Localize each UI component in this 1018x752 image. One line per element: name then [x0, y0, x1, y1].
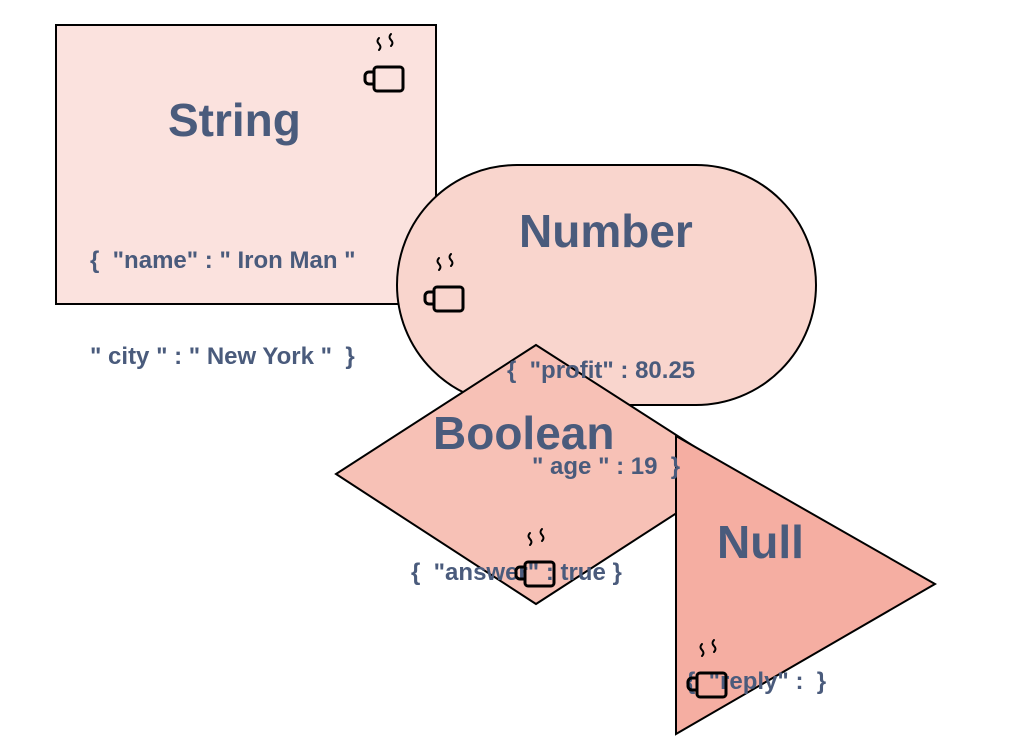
coffee-mug-icon	[514, 528, 556, 588]
null-title: Null	[717, 516, 804, 568]
boolean-json-text: { "answer" : true }	[411, 493, 622, 621]
coffee-mug-icon	[423, 253, 465, 313]
number-title: Number	[519, 205, 693, 257]
null-shape	[675, 434, 938, 736]
string-json-line-1: { "name" : " Iron Man "	[90, 247, 356, 274]
coffee-mug-icon	[363, 33, 405, 93]
number-json-line-2: " age " : 19 }	[532, 453, 681, 480]
coffee-mug-icon	[686, 639, 728, 699]
boolean-json-line-1: { "answer" : true }	[411, 559, 622, 586]
string-json-line-2: " city " : " New York " }	[90, 343, 355, 370]
number-json-line-1: { "profit" : 80.25	[507, 357, 696, 384]
boolean-title: Boolean	[433, 407, 615, 459]
string-json-text: { "name" : " Iron Man " " city " : " New…	[90, 181, 356, 405]
number-json-text: { "profit" : 80.25 " age " : 19 }	[507, 291, 695, 515]
boolean-shape	[334, 343, 739, 606]
string-title: String	[168, 94, 301, 146]
